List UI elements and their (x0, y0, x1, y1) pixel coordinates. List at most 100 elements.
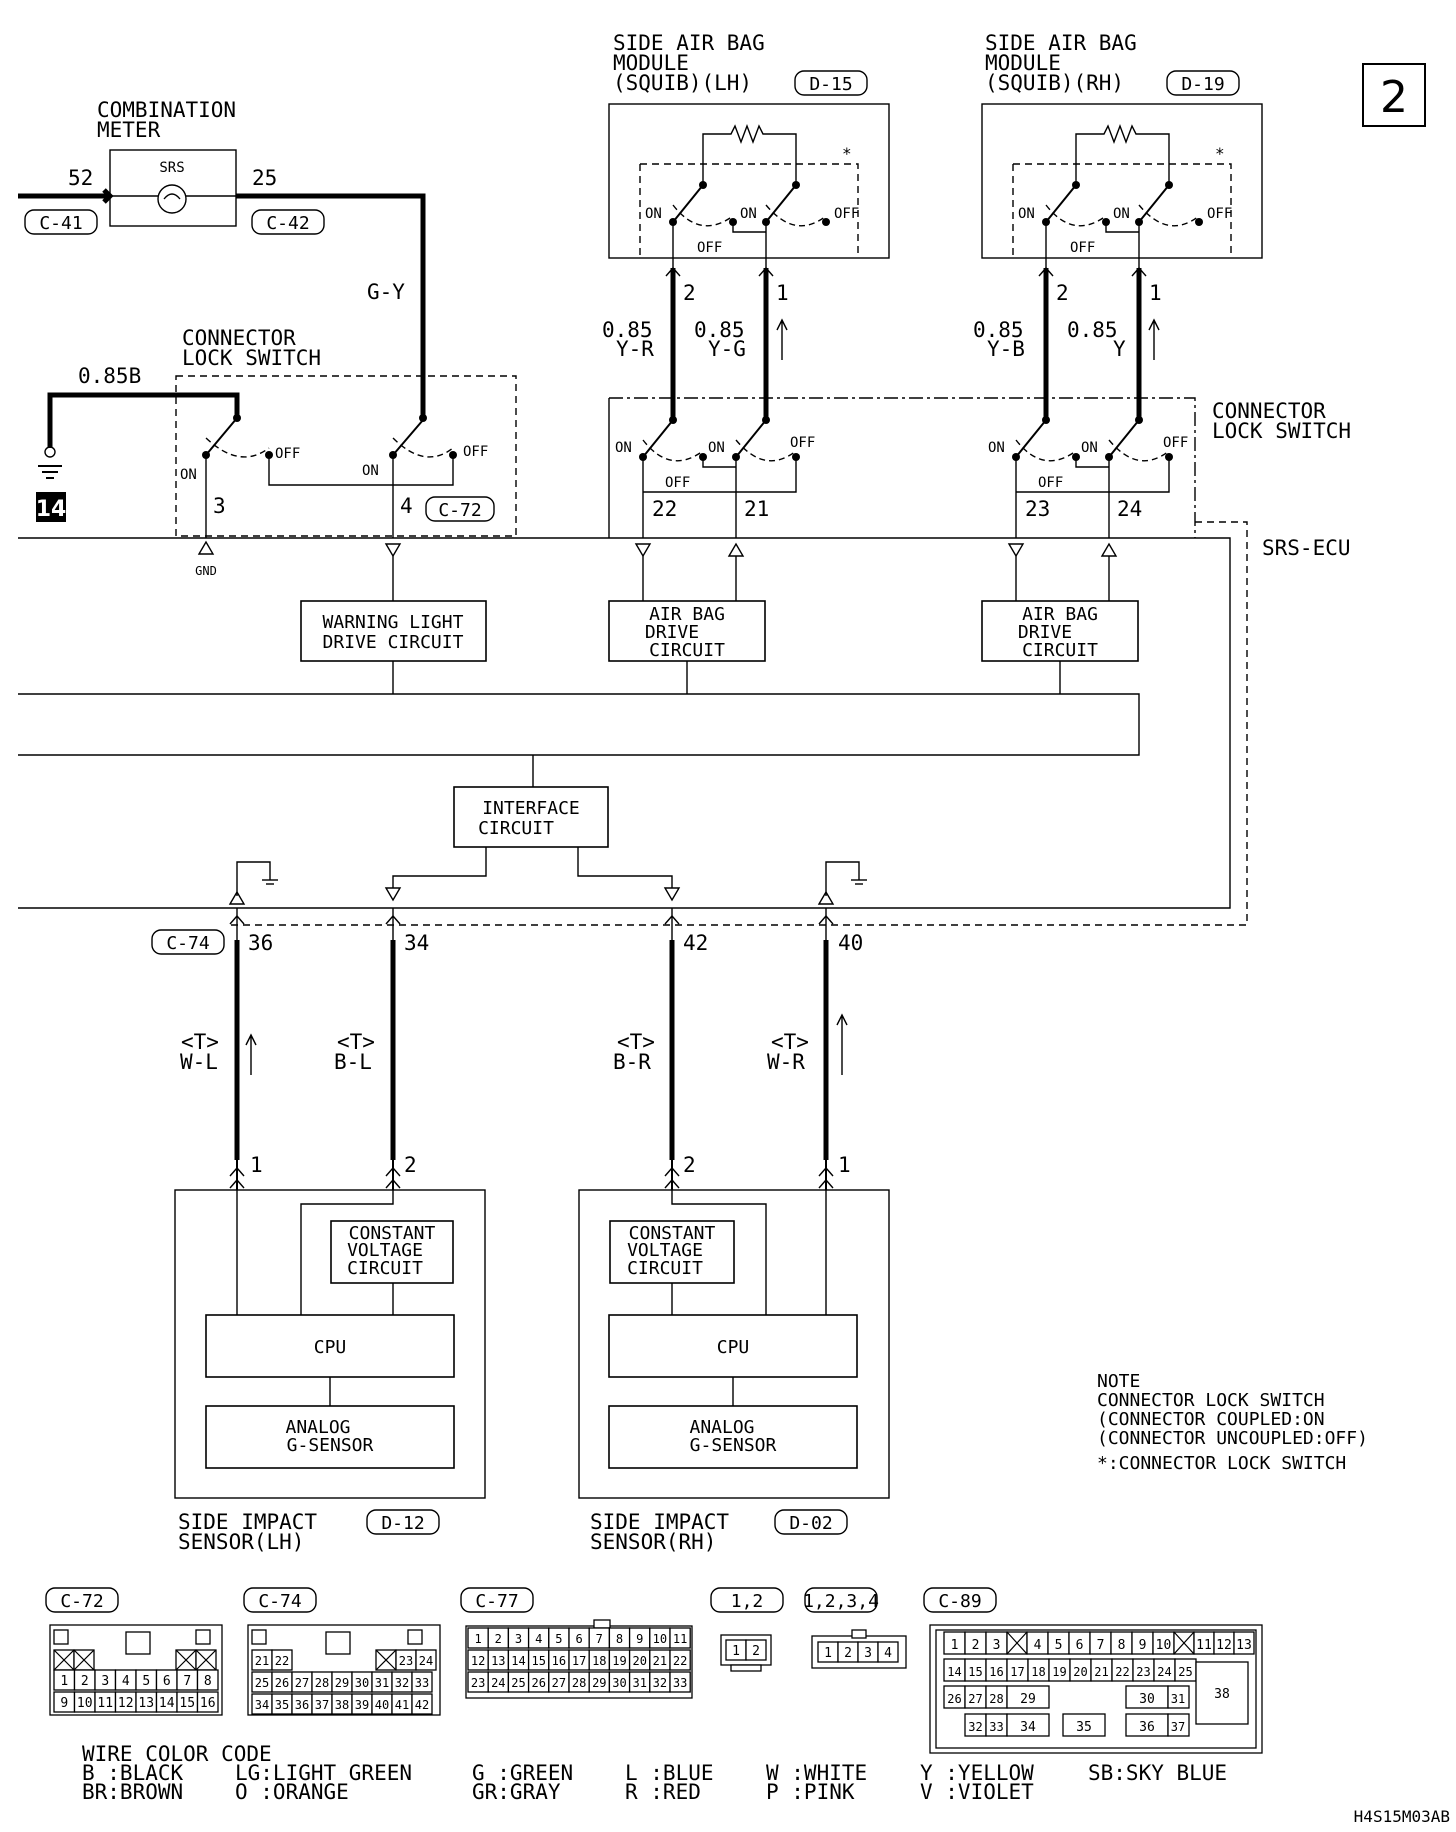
srs-ecu: SRS-ECU GND WARNING LIGHT DRIVE CIRCUIT … (18, 521, 1351, 926)
interface-circuit-2: CIRCUIT (478, 818, 554, 839)
pin-number: 20 (632, 1654, 646, 1668)
pin-number: 24 (419, 1654, 433, 1668)
lock-switch-right-title-2: LOCK SWITCH (1212, 419, 1351, 443)
pin-number: 25 (255, 1676, 269, 1690)
lock-tab (325, 1631, 351, 1655)
airbag-drive-circuit-rh-2: DRIVE (1018, 622, 1072, 643)
connector-cell (669, 1627, 691, 1649)
pin-number: 5 (142, 1674, 150, 1689)
lock-switch-left-title-2: LOCK SWITCH (182, 346, 321, 370)
ecu-pin-40: 40 (838, 931, 863, 955)
pin-number: 31 (375, 1676, 389, 1690)
pin-number: 3 (101, 1674, 109, 1689)
sensor-rh-title-2: SENSOR(RH) (590, 1530, 716, 1554)
gsensor-rh-2: G-SENSOR (690, 1435, 777, 1456)
wire-tag: <T> (337, 1030, 375, 1054)
pin-number: 29 (1020, 1692, 1036, 1707)
ecu-pin-22: 22 (652, 497, 677, 521)
wire-tag: <T> (771, 1030, 809, 1054)
airbag-lh-pin-2: 2 (683, 281, 696, 305)
cv-circuit-rh-3: CIRCUIT (627, 1258, 703, 1279)
pin-number: 10 (77, 1696, 93, 1711)
conn-c81-label: 1,2 (731, 1591, 764, 1612)
ground-ref: 14 (36, 497, 67, 522)
switch-off-label: OFF (275, 446, 300, 462)
big-terminal (1195, 1661, 1249, 1725)
pin-number: 1 (60, 1674, 68, 1689)
pin-number: 26 (947, 1692, 961, 1706)
wire-color-yb: Y-B (987, 337, 1025, 361)
pin-number: 17 (1010, 1665, 1024, 1679)
connector-cell (745, 1639, 767, 1661)
switch-on-label-2: ON (362, 463, 379, 479)
conn-d15: D-15 (809, 74, 852, 95)
conn-c89-label: C-89 (938, 1591, 981, 1612)
sensor-lh-title: SIDE IMPACT (178, 1510, 317, 1534)
pin-number: 34 (1020, 1720, 1036, 1735)
pin-number: 7 (1097, 1638, 1105, 1653)
ecu-pin-42: 42 (683, 931, 708, 955)
ecu-pin-34: 34 (404, 931, 429, 955)
combination-meter: COMBINATION METER SRS 52 25 C-41 C-42 (18, 98, 426, 420)
side-airbag-rh: SIDE AIR BAG MODULE (SQUIB)(RH) D-19 * O… (973, 31, 1263, 420)
pin-number: 8 (1118, 1638, 1126, 1653)
pin-number: 18 (592, 1654, 606, 1668)
off-label: OFF (1207, 206, 1232, 222)
pin-number: 26 (531, 1676, 545, 1690)
blank-cavity-icon (175, 1649, 197, 1671)
squib-resistor-icon (1075, 124, 1170, 144)
note-line: (CONNECTOR UNCOUPLED:OFF) (1097, 1428, 1368, 1449)
lock-tab (730, 1664, 762, 1672)
wire-size: 0.85 (694, 318, 745, 342)
pin-number: 28 (989, 1692, 1003, 1706)
switch-on-label: ON (180, 467, 197, 483)
ecu-pin-24: 24 (1117, 497, 1142, 521)
conn-c74-ref: C-74 (166, 933, 209, 954)
pin-number: 14 (159, 1696, 175, 1711)
legend-item: BR:BROWN (82, 1780, 183, 1804)
pin-number: 9 (60, 1696, 68, 1711)
pin-number: 2 (972, 1638, 980, 1653)
legend-item: P :PINK (766, 1780, 855, 1804)
conn-c41: C-41 (39, 213, 82, 234)
wire-color-yr: Y-R (616, 337, 654, 361)
pin-number: 29 (592, 1676, 606, 1690)
pin-number: 31 (1171, 1692, 1185, 1706)
sensor-lh-pin-2: 2 (404, 1153, 417, 1177)
blank-cavity-icon (73, 1649, 95, 1671)
gsensor-lh-2: G-SENSOR (287, 1435, 374, 1456)
sensor-rh-title: SIDE IMPACT (590, 1510, 729, 1534)
warning-light-circuit-2: DRIVE CIRCUIT (323, 632, 464, 653)
pin-number: 6 (1076, 1638, 1084, 1653)
blank-cavity-icon (375, 1649, 397, 1671)
connector-cell (411, 1671, 433, 1693)
pin-number: 41 (395, 1698, 409, 1712)
pin-number: 22 (275, 1654, 289, 1668)
wire-gy (236, 193, 426, 420)
pin-number: 16 (989, 1665, 1003, 1679)
legend-item: V :VIOLET (920, 1780, 1034, 1804)
legend-item: R :RED (625, 1780, 701, 1804)
pin-number: 4 (1034, 1638, 1042, 1653)
lock-switch-right-title: CONNECTOR (1212, 399, 1326, 423)
airbag-lh-title-2: MODULE (613, 51, 689, 75)
pin-number: 16 (552, 1654, 566, 1668)
pin-number: 19 (1052, 1665, 1066, 1679)
legend-item: LG:LIGHT GREEN (235, 1761, 412, 1785)
pin-number: 32 (395, 1676, 409, 1690)
airbag-drive-circuit-lh-3: CIRCUIT (649, 640, 725, 661)
lock-switch-left: CONNECTOR LOCK SWITCH ON OFF OFF ON 3 4 … (175, 326, 517, 538)
blank-cavity-icon (1173, 1631, 1195, 1655)
pin-number: 27 (552, 1676, 566, 1690)
blank-cavity-icon (195, 1649, 217, 1671)
wire-color-y: Y (1113, 337, 1126, 361)
blank-cavity-icon (53, 1649, 75, 1671)
note-line: *:CONNECTOR LOCK SWITCH (1097, 1453, 1346, 1474)
pin-number: 38 (1214, 1687, 1230, 1702)
gsensor-lh: ANALOG (285, 1417, 350, 1438)
airbag-drive-circuit-lh: AIR BAG (649, 604, 725, 625)
current-arrow-icon (836, 1013, 848, 1075)
ecu-pin-4: 4 (400, 494, 413, 518)
